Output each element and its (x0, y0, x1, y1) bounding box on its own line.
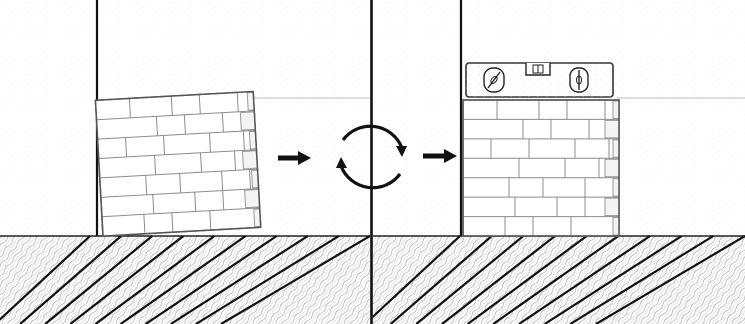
brick-edge-notch (605, 198, 619, 215)
after-panel (365, 0, 745, 324)
brick-edge-notch (240, 112, 255, 130)
wood-floor (365, 236, 745, 324)
brick-edge-notch (242, 151, 257, 169)
wood-floor (0, 236, 370, 324)
spirit-level-icon (466, 63, 613, 97)
before-panel (0, 0, 370, 324)
stone-panel-tilted (95, 92, 260, 237)
brick-edge-notch (613, 179, 619, 196)
brick-edge-notch (613, 140, 619, 157)
brick-edge-notch (605, 120, 619, 137)
brick-edge-notch (613, 101, 619, 118)
brick-edge-notch (605, 159, 619, 176)
stone-panel-leveled (463, 100, 619, 236)
brick-edge-notch (245, 189, 260, 207)
brick-edge-notch (613, 218, 619, 235)
